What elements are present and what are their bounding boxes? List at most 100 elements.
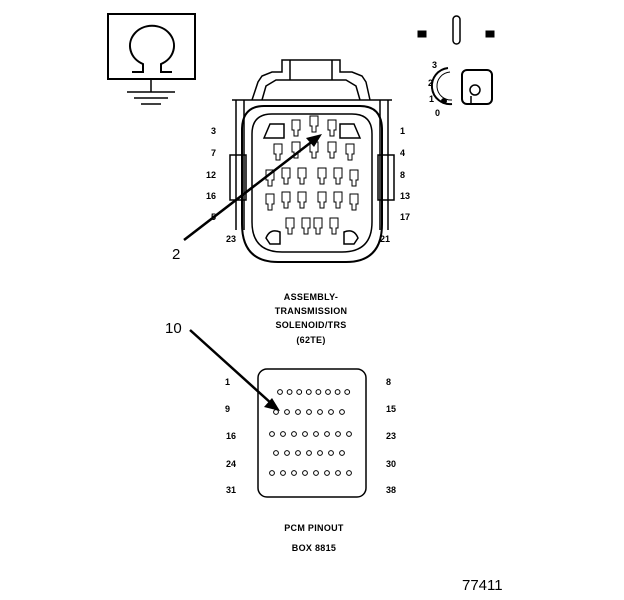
pinout-hole <box>284 450 290 456</box>
pinout-hole <box>346 431 352 437</box>
connector-label-left: 12 <box>206 170 216 180</box>
connector-terminal <box>297 167 307 185</box>
connector-caption-line: TRANSMISSION <box>275 306 348 316</box>
pinout-hole <box>328 450 334 456</box>
pinout-hole <box>324 431 330 437</box>
pinout-hole <box>269 431 275 437</box>
pinout-label-left: 24 <box>226 459 236 469</box>
ignition-pos-0: 0 <box>435 108 440 118</box>
connector-caption-line: (62TE) <box>296 335 325 345</box>
connector-label-right: 8 <box>400 170 405 180</box>
pinout-hole <box>277 389 283 395</box>
connector-terminal <box>297 191 307 209</box>
pinout-hole <box>328 409 334 415</box>
pinout-label-right: 8 <box>386 377 391 387</box>
pinout-label-left: 31 <box>226 485 236 495</box>
pinout-caption-line: PCM PINOUT <box>284 523 344 533</box>
pinout-label-left: 1 <box>225 377 230 387</box>
connector-label-right: 1 <box>400 126 405 136</box>
connector-terminal <box>301 217 311 235</box>
connector-terminal <box>327 119 337 137</box>
connector-label-right: 21 <box>380 234 390 244</box>
pinout-hole <box>344 389 351 395</box>
connector-label-left: 3 <box>211 126 216 136</box>
pinout-hole <box>280 470 286 476</box>
connector-label-right: 4 <box>400 148 405 158</box>
pinout-hole <box>306 450 312 456</box>
pinout-hole <box>273 450 279 456</box>
connector-terminal <box>327 141 337 159</box>
pinout-pin-grid <box>269 389 352 476</box>
connector-terminal <box>329 217 339 235</box>
connector-terminal <box>291 141 301 159</box>
pinout-hole <box>317 450 323 456</box>
connector-terminal <box>285 217 295 235</box>
pinout-hole <box>269 470 275 476</box>
connector-label-left: 23 <box>226 234 236 244</box>
pinout-hole <box>335 431 341 437</box>
pinout-hole <box>280 431 286 437</box>
connector-terminal <box>265 193 275 211</box>
pinout-label-right: 15 <box>386 404 396 414</box>
connector-pin-grid <box>265 115 359 235</box>
pinout-label-right: 30 <box>386 459 396 469</box>
connector-terminal <box>265 169 275 187</box>
connector-terminal <box>281 191 291 209</box>
pinout-hole <box>295 409 301 415</box>
pinout-hole <box>315 389 322 395</box>
pinout-hole <box>295 450 301 456</box>
callout-10: 10 <box>165 320 280 411</box>
pinout-label-left: 16 <box>226 431 236 441</box>
connector-terminal <box>333 167 343 185</box>
pinout-hole <box>302 470 308 476</box>
connector-terminal <box>317 167 327 185</box>
pinout-hole <box>324 470 330 476</box>
connector-caption-line: ASSEMBLY- <box>284 292 338 302</box>
connector-terminal <box>349 193 359 211</box>
connector-label-left: 16 <box>206 191 216 201</box>
connector-label-right: 13 <box>400 191 410 201</box>
pinout-hole <box>291 431 297 437</box>
pinout-hole <box>339 450 345 456</box>
connector-label-right: 17 <box>400 212 410 222</box>
callout-2-label: 2 <box>172 246 180 263</box>
figure-number: 77411 <box>462 577 503 594</box>
connector-terminal <box>291 119 301 137</box>
connector-caption-line: SOLENOID/TRS <box>275 320 346 330</box>
pinout-label-right: 23 <box>386 431 396 441</box>
pinout-hole <box>284 409 290 415</box>
pinout-hole <box>291 470 297 476</box>
ignition-pos-1: 1 <box>429 94 434 104</box>
callout-2: 2 <box>172 134 322 263</box>
connector-label-left: 7 <box>211 148 216 158</box>
connector-terminal <box>349 169 359 187</box>
callout-10-label: 10 <box>165 320 182 337</box>
pinout-label-left: 9 <box>225 404 230 414</box>
connector-terminal <box>313 217 323 235</box>
pinout-hole <box>306 409 312 415</box>
connector-terminal <box>273 143 283 161</box>
pinout-hole <box>296 389 303 395</box>
pinout-caption-line: BOX 8815 <box>292 543 336 553</box>
pinout-hole <box>335 470 341 476</box>
ignition-key-icon: 3 2 1 0 <box>417 15 495 118</box>
ignition-pos-3: 3 <box>432 60 437 70</box>
pinout-hole <box>317 409 323 415</box>
connector-terminal <box>281 167 291 185</box>
connector-terminal <box>309 115 319 133</box>
pinout-box <box>257 368 367 498</box>
connector-terminal <box>317 191 327 209</box>
pinout-hole <box>325 389 331 395</box>
pinout-label-right: 38 <box>386 485 396 495</box>
connector-terminal <box>309 141 319 159</box>
pinout-hole <box>313 431 319 437</box>
pinout-hole <box>346 470 352 476</box>
connector-terminal <box>333 191 343 209</box>
pinout-hole <box>305 389 312 395</box>
pinout-hole <box>334 389 341 395</box>
ignition-pos-2: 2 <box>428 78 433 88</box>
pinout-hole <box>286 389 293 395</box>
pinout-hole <box>339 409 345 415</box>
connector-terminal <box>345 143 355 161</box>
